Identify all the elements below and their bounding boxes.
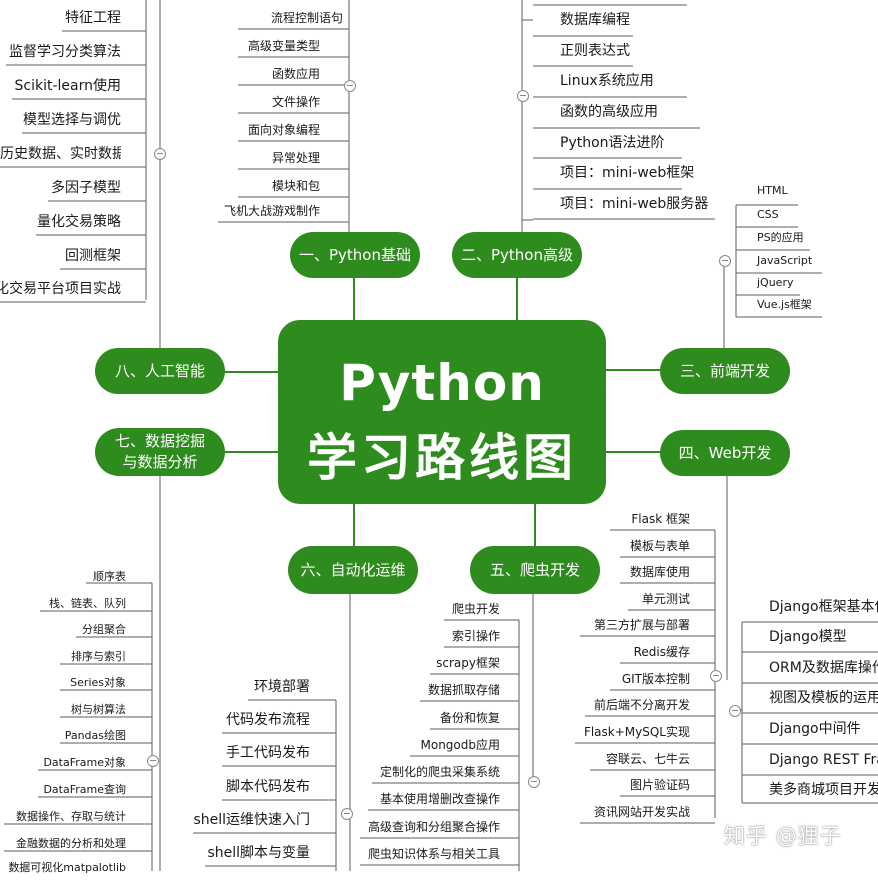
b6-item-5[interactable]: shell运维快速入门 [193, 812, 310, 828]
b4-django-item-3[interactable]: ORM及数据库操作 [769, 660, 878, 676]
b8-item-4[interactable]: 模型选择与调优 [23, 112, 121, 128]
watermark: 知乎 @狸子 [724, 824, 842, 848]
b4-item-7[interactable]: GIT版本控制 [621, 672, 690, 686]
branch-b6-node[interactable]: 六、自动化运维 [288, 546, 418, 594]
b7-item-4[interactable]: 排序与索引 [71, 650, 126, 663]
b4-item-5[interactable]: 第三方扩展与部署 [593, 618, 690, 632]
b3-item-4[interactable]: JavaScript [757, 254, 813, 267]
b6-item-4[interactable]: 脚本代码发布 [226, 779, 310, 795]
b4-item-4[interactable]: 单元测试 [641, 592, 690, 606]
b4-django-item-4[interactable]: 视图及模板的运用 [769, 690, 878, 706]
b4-item-1[interactable]: Flask 框架 [631, 512, 690, 526]
b4-item-3[interactable]: 数据库使用 [629, 565, 690, 579]
b8-item-5[interactable]: 历史数据、实时数据 [0, 146, 121, 162]
b6-item-6[interactable]: shell脚本与变量 [207, 845, 310, 861]
b1-item-2[interactable]: 高级变量类型 [247, 39, 320, 53]
branch-b1-node[interactable]: 一、Python基础 [290, 232, 420, 278]
b5-item-8[interactable]: 基本使用增删改查操作 [379, 792, 500, 806]
b2-item-4[interactable]: 函数的高级应用 [560, 104, 658, 120]
b4-item-8[interactable]: 前后端不分离开发 [593, 698, 690, 712]
b4-django-item-2[interactable]: Django模型 [769, 629, 847, 645]
branch-b4-node[interactable]: 四、Web开发 [660, 430, 790, 476]
b4-django-item-1[interactable]: Django框架基本使 [769, 599, 878, 615]
b5-item-5[interactable]: 备份和恢复 [439, 711, 500, 725]
b8-item-8[interactable]: 回测框架 [65, 248, 121, 264]
collapse-toggle-b1[interactable] [344, 80, 356, 92]
branch-b7-node[interactable]: 七、数据挖掘 与数据分析 [95, 428, 225, 476]
b6-item-2[interactable]: 代码发布流程 [226, 712, 310, 728]
b7-item-5[interactable]: Series对象 [70, 676, 126, 689]
b4-django-item-5[interactable]: Django中间件 [769, 721, 861, 737]
b1-item-4[interactable]: 文件操作 [271, 95, 320, 109]
b1-item-6[interactable]: 异常处理 [271, 151, 320, 165]
b1-item-7[interactable]: 模块和包 [271, 179, 320, 193]
b8-item-2[interactable]: 监督学习分类算法 [9, 44, 121, 60]
b8-item-7[interactable]: 量化交易策略 [37, 214, 121, 230]
b7-item-7[interactable]: Pandas绘图 [64, 729, 126, 742]
b1-item-8[interactable]: 飞机大战游戏制作 [223, 204, 320, 218]
b7-item-11[interactable]: 金融数据的分析和处理 [16, 837, 126, 850]
b7-item-9[interactable]: DataFrame查询 [43, 783, 126, 796]
collapse-toggle-b7[interactable] [147, 755, 159, 767]
b5-item-10[interactable]: 爬虫知识体系与相关工具 [367, 847, 500, 861]
b4-item-12[interactable]: 资讯网站开发实战 [593, 805, 690, 819]
branch-b3-node[interactable]: 三、前端开发 [660, 348, 790, 394]
branch-b2-node[interactable]: 二、Python高级 [452, 232, 582, 278]
b8-item-3[interactable]: Scikit-learn使用 [14, 78, 121, 94]
collapse-toggle-b6[interactable] [341, 808, 353, 820]
center-title-line1: Python [339, 354, 545, 412]
b2-item-1[interactable]: 数据库编程 [560, 12, 630, 28]
b4-item-11[interactable]: 图片验证码 [629, 778, 690, 792]
b1-item-5[interactable]: 面向对象编程 [247, 123, 320, 137]
collapse-toggle-b4-django[interactable] [729, 705, 741, 717]
center-node: Python 学习路线图 [278, 320, 606, 504]
b8-item-9[interactable]: 量化交易平台项目实战 [0, 281, 121, 297]
b7-item-3[interactable]: 分组聚合 [82, 623, 126, 636]
b6-item-3[interactable]: 手工代码发布 [226, 745, 310, 761]
b7-item-8[interactable]: DataFrame对象 [43, 756, 126, 769]
b5-item-6[interactable]: Mongodb应用 [420, 738, 501, 752]
b4-item-6[interactable]: Redis缓存 [633, 645, 690, 659]
b4-item-9[interactable]: Flask+MySQL实现 [583, 725, 690, 739]
b2-item-7[interactable]: 项目：mini-web服务器 [560, 196, 709, 212]
collapse-toggle-b4[interactable] [710, 670, 722, 682]
b4-item-10[interactable]: 容联云、七牛云 [605, 752, 690, 766]
b5-item-1[interactable]: 爬虫开发 [451, 602, 500, 616]
b8-item-1[interactable]: 特征工程 [65, 10, 121, 26]
b3-item-5[interactable]: jQuery [757, 276, 794, 289]
collapse-toggle-b8[interactable] [154, 148, 166, 160]
b5-item-7[interactable]: 定制化的爬虫采集系统 [379, 765, 500, 779]
b7-item-2[interactable]: 栈、链表、队列 [49, 597, 126, 610]
b3-item-2[interactable]: CSS [757, 208, 779, 221]
b3-item-1[interactable]: HTML [757, 184, 788, 197]
b7-item-12[interactable]: 数据可视化matpalotlib [8, 861, 126, 874]
b3-item-6[interactable]: Vue.js框架 [757, 298, 812, 311]
b5-item-3[interactable]: scrapy框架 [436, 656, 500, 670]
b5-item-4[interactable]: 数据抓取存储 [427, 683, 500, 697]
b7-item-10[interactable]: 数据操作、存取与统计 [16, 810, 126, 823]
collapse-toggle-b3[interactable] [719, 255, 731, 267]
b6-item-1[interactable]: 环境部署 [254, 679, 310, 695]
b1-item-1[interactable]: 流程控制语句 [270, 11, 343, 25]
b2-item-3[interactable]: Linux系统应用 [560, 73, 654, 89]
b1-item-3[interactable]: 函数应用 [271, 67, 320, 81]
b3-item-3[interactable]: PS的应用 [757, 231, 804, 244]
b7-item-6[interactable]: 树与树算法 [71, 703, 126, 716]
b5-item-2[interactable]: 索引操作 [451, 629, 500, 643]
b4-django-item-7[interactable]: 美多商城项目开发实 [769, 782, 878, 798]
branch-b8-node[interactable]: 八、人工智能 [95, 348, 225, 394]
b4-django-item-6[interactable]: Django REST Fram [769, 752, 878, 768]
collapse-toggle-b5[interactable] [528, 776, 540, 788]
b2-item-5[interactable]: Python语法进阶 [560, 135, 665, 151]
b5-item-9[interactable]: 高级查询和分组聚合操作 [367, 820, 500, 834]
center-title-line2: 学习路线图 [307, 429, 577, 487]
branch-b5-node[interactable]: 五、爬虫开发 [470, 546, 600, 594]
b2-item-6[interactable]: 项目：mini-web框架 [560, 165, 695, 181]
b8-item-6[interactable]: 多因子模型 [51, 180, 121, 196]
collapse-toggle-b2[interactable] [517, 90, 529, 102]
b2-item-2[interactable]: 正则表达式 [560, 43, 630, 59]
b4-item-2[interactable]: 模板与表单 [629, 539, 690, 553]
b7-item-1[interactable]: 顺序表 [93, 570, 126, 583]
